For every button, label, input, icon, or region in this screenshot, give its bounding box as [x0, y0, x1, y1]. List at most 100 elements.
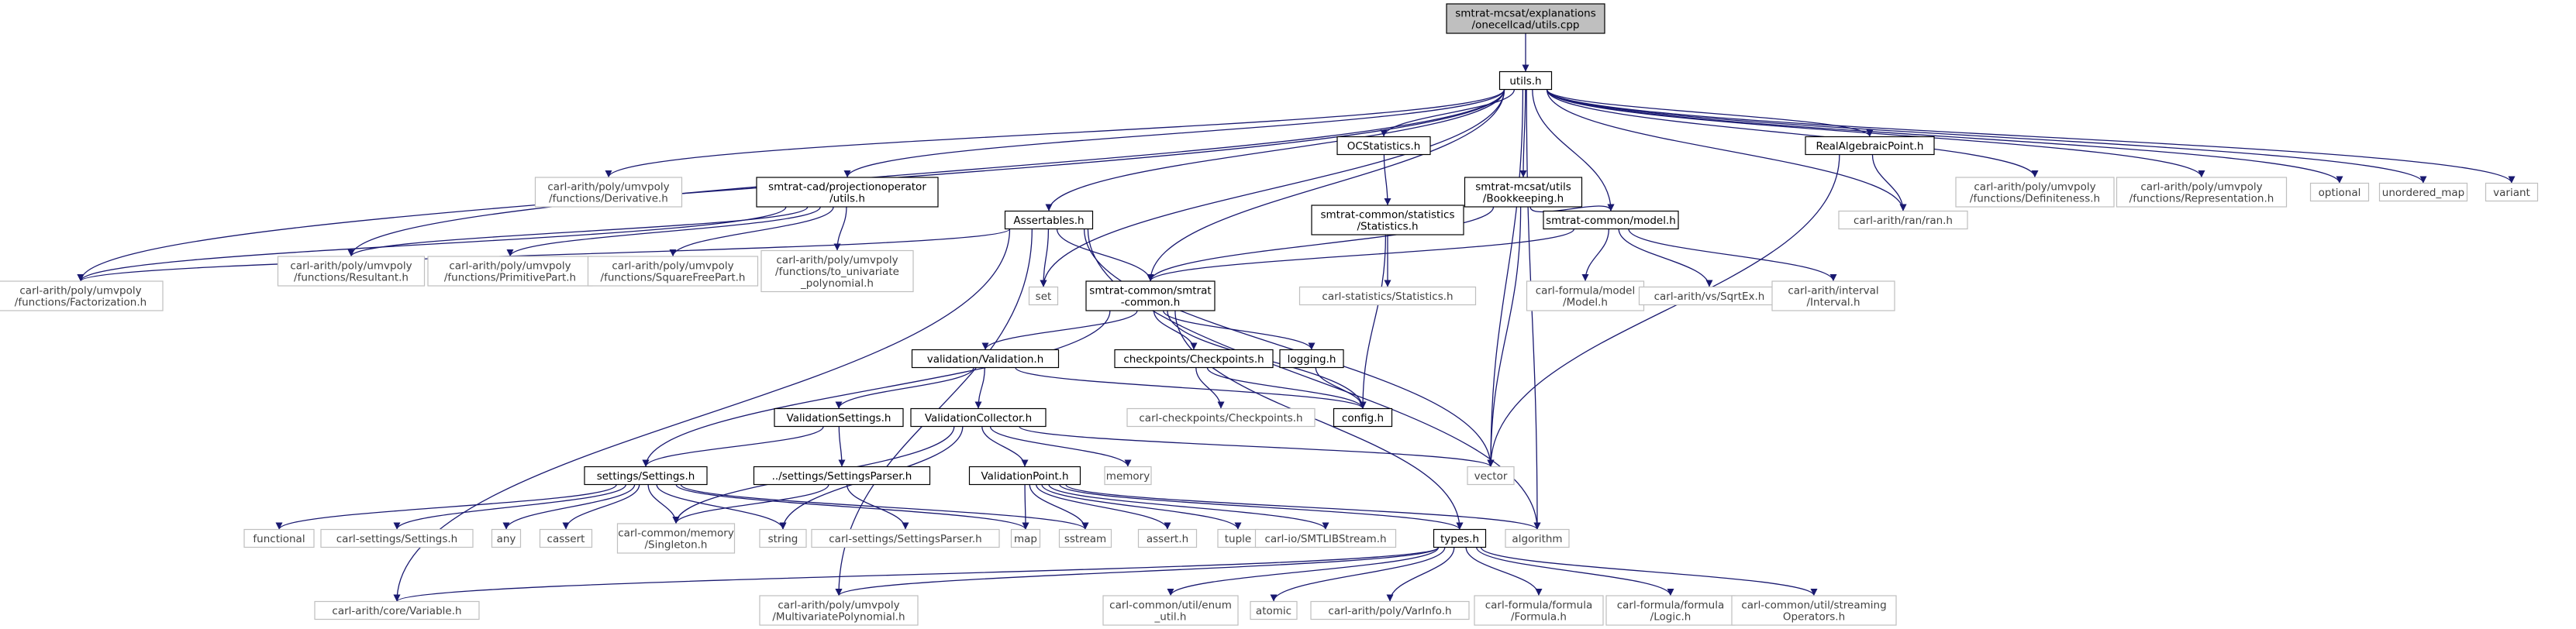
- node-label: utils.h: [1509, 75, 1541, 88]
- node-box: [1543, 210, 1679, 230]
- edge-model-to-formula-model: [1581, 229, 1610, 282]
- node-label: OCStatistics.h: [1347, 140, 1421, 153]
- node-root[interactable]: smtrat-mcsat/explanations/onecellcad/uti…: [1446, 3, 1605, 34]
- node-label: set: [1036, 290, 1052, 303]
- node-label: Operators.h: [1783, 611, 1845, 624]
- node-label: functional: [253, 533, 305, 545]
- node-label: carl-settings/Settings.h: [336, 533, 457, 545]
- node-logging[interactable]: logging.h: [1279, 349, 1344, 369]
- edge-utils-h-to-bookkeeping: [1519, 89, 1527, 178]
- node-box: [911, 349, 1060, 369]
- node-validation-point[interactable]: ValidationPoint.h: [968, 466, 1081, 486]
- edge-settings-parser-to-singleton: [672, 484, 829, 524]
- node-box: [1433, 528, 1487, 548]
- node-validation-collector[interactable]: ValidationCollector.h: [910, 407, 1047, 428]
- node-layer: smtrat-mcsat/explanations/onecellcad/uti…: [0, 3, 2539, 626]
- node-label: carl-settings/SettingsParser.h: [829, 533, 981, 545]
- node-box: [1605, 595, 1736, 626]
- node-box: [1279, 349, 1344, 369]
- node-label: carl-common/util/streaming: [1741, 600, 1886, 612]
- node-realalg[interactable]: RealAlgebraicPoint.h: [1805, 136, 1935, 156]
- node-label: carl-arith/poly/umvpoly: [2140, 181, 2262, 194]
- edge-types-to-atomic: [1270, 547, 1446, 602]
- edge-utils-h-to-ran: [1546, 89, 1907, 211]
- node-statistics[interactable]: smtrat-common/statistics/Statistics.h: [1311, 205, 1464, 235]
- node-label: sstream: [1064, 533, 1106, 545]
- edge-types-to-variable: [393, 546, 1440, 603]
- node-box: [277, 256, 426, 287]
- node-types[interactable]: types.h: [1433, 528, 1487, 548]
- edge-projop-to-primitive: [506, 206, 821, 257]
- node-memory: memory: [1104, 466, 1152, 486]
- node-label: /functions/Factorization.h: [15, 297, 147, 309]
- edge-utils-h-to-optional: [1546, 89, 2343, 184]
- edge-settings-to-any: [502, 484, 636, 530]
- node-config[interactable]: config.h: [1333, 407, 1393, 428]
- node-carl-stats: carl-statistics/Statistics.h: [1298, 286, 1477, 306]
- node-label: /functions/PrimitivePart.h: [444, 272, 576, 284]
- node-label: /Bookkeeping.h: [1483, 193, 1564, 205]
- edge-validation-collector-to-validation-point: [981, 426, 1029, 467]
- edge-validation-to-validation-collector: [974, 367, 985, 409]
- node-box: [584, 466, 708, 486]
- edge-realalg-to-ran: [1871, 154, 1907, 211]
- node-label: carl-arith/ran/ran.h: [1854, 215, 1953, 227]
- node-validation[interactable]: validation/Validation.h: [911, 349, 1060, 369]
- node-box: [243, 528, 315, 548]
- edge-utils-h-to-projop: [843, 89, 1505, 178]
- node-assertables[interactable]: Assertables.h: [1004, 210, 1094, 230]
- node-label: carl-arith/core/Variable.h: [332, 605, 461, 617]
- node-interval: carl-arith/interval/Interval.h: [1771, 280, 1895, 311]
- node-label: config.h: [1342, 412, 1384, 424]
- node-ocstat[interactable]: OCStatistics.h: [1336, 136, 1431, 156]
- edge-model-to-smtrat-common: [1147, 229, 1575, 282]
- edge-checkpoints-to-carl-checkpoints: [1195, 367, 1225, 409]
- node-box: [774, 407, 904, 428]
- edge-validation-collector-to-memory: [989, 426, 1132, 467]
- edge-smtrat-common-to-logging: [1162, 310, 1316, 350]
- node-singleton: carl-common/memory/Singleton.h: [616, 523, 736, 554]
- node-label: /functions/Resultant.h: [294, 272, 409, 284]
- node-label: /utils.h: [829, 193, 865, 205]
- node-box: [1126, 407, 1316, 428]
- node-box: [491, 528, 522, 548]
- node-validation-settings[interactable]: ValidationSettings.h: [774, 407, 904, 428]
- node-label: carl-common/util/enum: [1109, 600, 1232, 612]
- node-utils-h[interactable]: utils.h: [1498, 70, 1553, 91]
- edge-smtrat-common-to-checkpoints: [1153, 310, 1198, 350]
- node-smtrat-common[interactable]: smtrat-common/smtrat-common.h: [1085, 280, 1216, 311]
- node-label: validation/Validation.h: [927, 353, 1044, 366]
- node-model[interactable]: smtrat-common/model.h: [1543, 210, 1679, 230]
- edge-validation-point-to-types: [1059, 483, 1464, 531]
- node-definiteness: carl-arith/poly/umvpoly/functions/Defini…: [1955, 177, 2115, 208]
- edge-settings-to-map: [675, 484, 1029, 530]
- node-bookkeeping[interactable]: smtrat-mcsat/utils/Bookkeeping.h: [1464, 177, 1583, 208]
- node-box: [314, 600, 480, 620]
- node-label: _util.h: [1154, 611, 1187, 624]
- node-sstream: sstream: [1058, 528, 1112, 548]
- node-projop[interactable]: smtrat-cad/projectionoperator/utils.h: [756, 177, 939, 208]
- node-label: carl-io/SMTLIBStream.h: [1264, 533, 1386, 545]
- node-primitive: carl-arith/poly/umvpoly/functions/Primit…: [427, 256, 593, 287]
- node-label: /MultivariatePolynomial.h: [772, 611, 905, 624]
- node-label: smtrat-cad/projectionoperator: [768, 181, 926, 194]
- node-settings[interactable]: settings/Settings.h: [584, 466, 708, 486]
- node-label: carl-arith/poly/umvpoly: [290, 260, 412, 273]
- node-label: /onecellcad/utils.cpp: [1472, 19, 1580, 32]
- node-label: smtrat-common/model.h: [1546, 215, 1676, 227]
- edge-utils-h-to-variant: [1546, 89, 2516, 184]
- node-settings-parser[interactable]: ../settings/SettingsParser.h: [753, 466, 931, 486]
- node-label: ValidationSettings.h: [787, 412, 891, 424]
- node-box: [1085, 280, 1216, 311]
- node-box: [1474, 595, 1604, 626]
- node-representation: carl-arith/poly/umvpoly/functions/Repres…: [2116, 177, 2288, 208]
- edge-utils-h-to-realalg: [1546, 89, 1874, 137]
- node-label: tuple: [1225, 533, 1251, 545]
- node-label: logging.h: [1288, 353, 1336, 366]
- node-string: string: [759, 528, 807, 548]
- node-label: algorithm: [1512, 533, 1562, 545]
- node-checkpoints[interactable]: checkpoints/Checkpoints.h: [1114, 349, 1274, 369]
- node-label: /functions/SquareFreePart.h: [601, 272, 746, 284]
- node-label: memory: [1106, 470, 1150, 483]
- node-variable: carl-arith/core/Variable.h: [314, 600, 480, 620]
